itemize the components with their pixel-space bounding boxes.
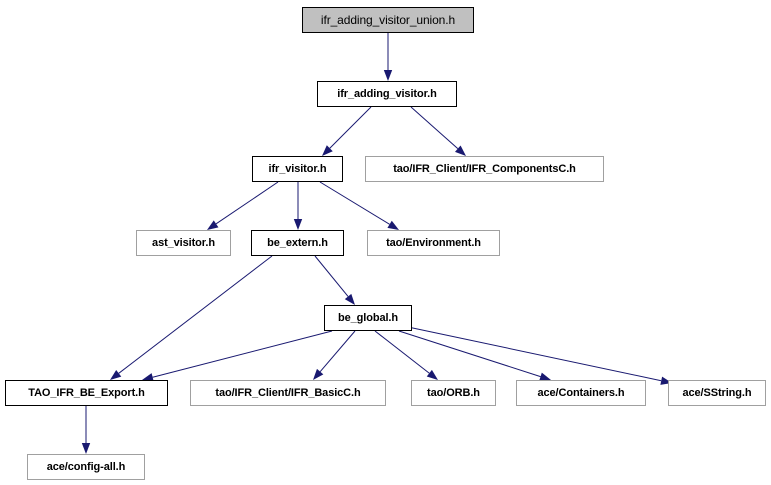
graph-node-label: ifr_visitor.h (268, 162, 327, 175)
graph-node-label: be_global.h (337, 311, 399, 324)
graph-node-label: TAO_IFR_BE_Export.h (28, 386, 145, 399)
graph-node-label: tao/IFR_Client/IFR_ComponentsC.h (393, 162, 576, 175)
graph-edge-ifr_visitor-to-ast_visitor (207, 181, 279, 230)
graph-node-tao_orb[interactable]: tao/ORB.h (411, 380, 496, 406)
graph-node-ifr_adding_visitor[interactable]: ifr_adding_visitor.h (317, 81, 457, 107)
edge-arrowhead (322, 145, 333, 156)
graph-node-ast_visitor[interactable]: ast_visitor.h (136, 230, 231, 256)
graph-node-label: tao/Environment.h (386, 236, 481, 249)
edge-line (215, 181, 279, 225)
graph-edge-tao_ifr_be_export-to-ace_config_all (81, 406, 91, 454)
graph-node-be_extern[interactable]: be_extern.h (251, 230, 344, 256)
graph-node-ifr_visitor[interactable]: ifr_visitor.h (252, 156, 343, 182)
graph-edge-be_extern-to-be_global (314, 255, 355, 305)
graph-edge-ifr_visitor-to-tao_environment (319, 181, 399, 230)
edge-line (314, 255, 349, 297)
graph-node-label: ifr_adding_visitor_union.h (320, 13, 456, 27)
graph-node-label: ace/Containers.h (537, 386, 625, 399)
edge-line (398, 330, 541, 378)
graph-edge-be_global-to-ifr_basicc (313, 330, 356, 380)
graph-edge-be_extern-to-tao_ifr_be_export (110, 255, 273, 380)
graph-node-label: ifr_adding_visitor.h (337, 87, 437, 100)
edge-arrowhead (426, 369, 438, 380)
edge-arrowhead (383, 70, 393, 81)
graph-node-label: be_extern.h (267, 236, 328, 249)
graph-node-label: ace/config-all.h (46, 460, 126, 473)
edge-arrowhead (207, 220, 219, 230)
edge-line (152, 330, 333, 378)
graph-node-tao_environment[interactable]: tao/Environment.h (367, 230, 500, 256)
graph-edge-be_global-to-tao_orb (374, 330, 438, 380)
graph-edge-ifr_adding_visitor-to-ifr_componentsc (410, 106, 466, 156)
edge-arrowhead (293, 219, 303, 230)
edge-arrowhead (110, 369, 122, 380)
edge-arrowhead (344, 293, 355, 305)
edge-arrowhead (81, 443, 91, 454)
edge-line (329, 106, 372, 149)
edge-arrowhead (387, 220, 399, 230)
graph-node-ifr_componentsc[interactable]: tao/IFR_Client/IFR_ComponentsC.h (365, 156, 604, 182)
graph-node-label: ace/SString.h (682, 386, 752, 399)
graph-edge-ifr_adding_visitor-to-ifr_visitor (322, 106, 372, 156)
graph-edge-be_global-to-ace_sstring (407, 326, 672, 385)
graph-node-ifr_basicc[interactable]: tao/IFR_Client/IFR_BasicC.h (190, 380, 386, 406)
graph-edge-ifr_adding_visitor_union-to-ifr_adding_visitor (383, 33, 393, 81)
edge-line (374, 330, 430, 374)
edge-line (319, 330, 356, 372)
graph-edge-be_global-to-tao_ifr_be_export (142, 330, 333, 382)
graph-edge-ifr_visitor-to-be_extern (293, 182, 303, 230)
graph-node-ace_containers[interactable]: ace/Containers.h (516, 380, 646, 406)
edge-arrowhead (454, 145, 466, 156)
graph-node-label: tao/ORB.h (427, 386, 480, 399)
graph-node-label: tao/IFR_Client/IFR_BasicC.h (215, 386, 361, 399)
edge-arrowhead (313, 368, 324, 380)
graph-node-label: ast_visitor.h (152, 236, 215, 249)
edge-line (410, 106, 459, 150)
graph-node-ace_config_all[interactable]: ace/config-all.h (27, 454, 145, 480)
graph-node-ifr_adding_visitor_union[interactable]: ifr_adding_visitor_union.h (302, 7, 474, 33)
graph-edge-be_global-to-ace_containers (398, 330, 551, 381)
graph-node-ace_sstring[interactable]: ace/SString.h (668, 380, 766, 406)
edge-line (407, 326, 662, 382)
graph-node-tao_ifr_be_export[interactable]: TAO_IFR_BE_Export.h (5, 380, 168, 406)
edge-line (319, 181, 390, 225)
graph-node-be_global[interactable]: be_global.h (324, 305, 412, 331)
edge-line (118, 255, 273, 374)
